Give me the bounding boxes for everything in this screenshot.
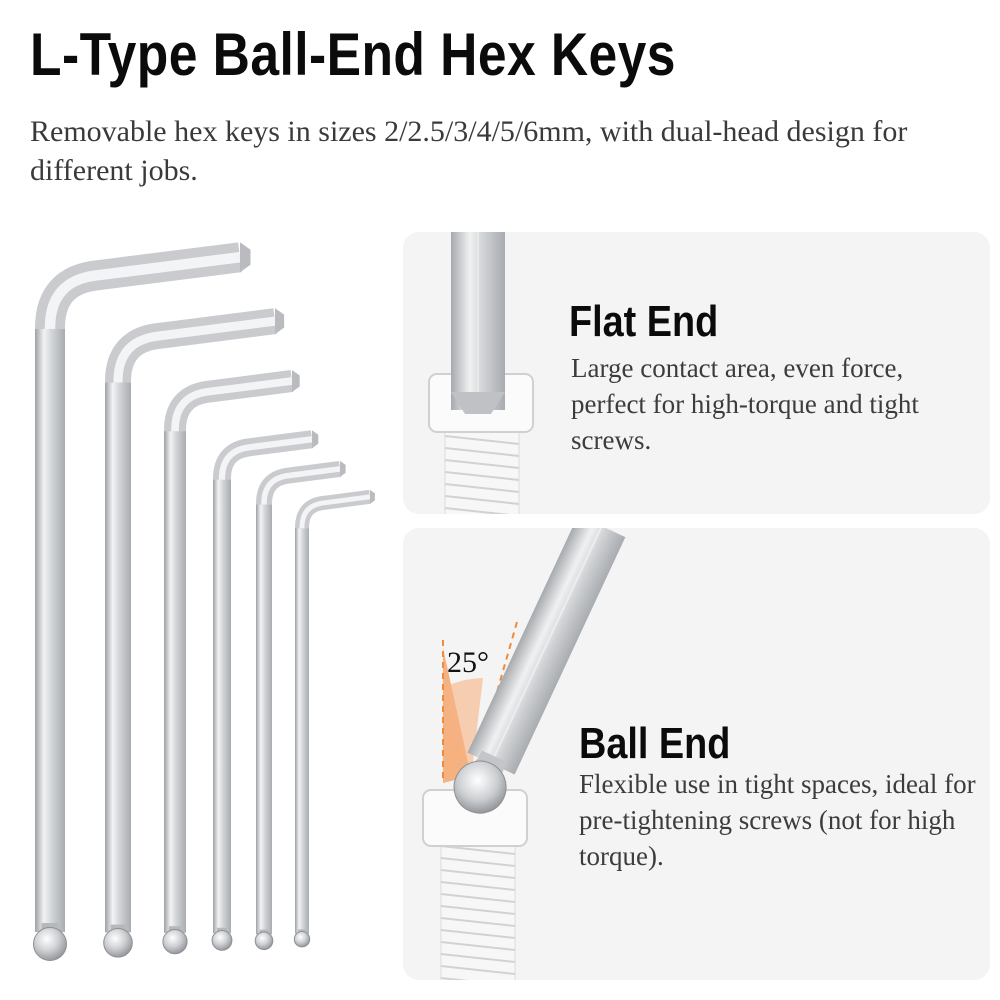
flat-end-title: Flat End (569, 297, 719, 346)
hex-key-set-illustration (33, 242, 375, 961)
hex-key-icon (103, 308, 285, 958)
angle-label: 25° (447, 646, 489, 679)
hex-key-icon (162, 369, 300, 955)
hex-key-icon (33, 242, 251, 961)
hex-key-icon (254, 460, 346, 951)
ball-end-panel: 25° Ball End Flexible use in tight space… (403, 528, 990, 980)
screw-thread-icon (444, 426, 520, 514)
screw-thread-icon (440, 837, 516, 980)
ball-end-illustration (422, 528, 626, 980)
flat-end-description: Large contact area, even force, perfect … (571, 353, 919, 455)
ball-end-title: Ball End (579, 719, 731, 768)
page-subtitle: Removable hex keys in sizes 2/2.5/3/4/5/… (30, 115, 908, 187)
flat-end-panel: Flat End Large contact area, even force,… (403, 232, 990, 514)
hex-key-icon (211, 430, 319, 951)
page-title: L-Type Ball-End Hex Keys (30, 21, 676, 88)
ball-end-description: Flexible use in tight spaces, ideal for … (579, 769, 976, 871)
flat-end-illustration (428, 232, 534, 514)
hex-key-icon (293, 489, 375, 948)
